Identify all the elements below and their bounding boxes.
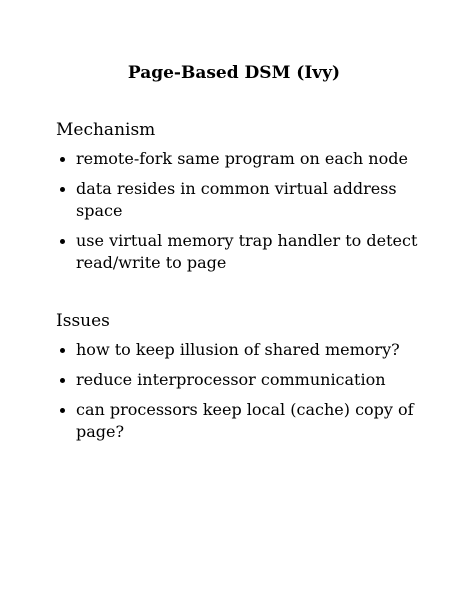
bullet-icon — [60, 348, 65, 353]
section-mechanism: Mechanism remote-fork same program on ea… — [56, 118, 436, 282]
bullet-icon — [60, 378, 65, 383]
list-item-text: data resides in common virtual address s… — [76, 179, 397, 220]
list-item: how to keep illusion of shared memory? — [56, 339, 436, 361]
section-heading: Mechanism — [56, 120, 156, 140]
bullet-icon — [60, 157, 65, 162]
section-heading: Issues — [56, 311, 110, 331]
list-item: data resides in common virtual address s… — [56, 178, 436, 222]
bullet-icon — [60, 239, 65, 244]
list-item: remote-fork same program on each node — [56, 148, 436, 170]
list-item-text: use virtual memory trap handler to detec… — [76, 231, 418, 272]
bullet-list: remote-fork same program on each node da… — [56, 148, 436, 274]
bullet-icon — [60, 187, 65, 192]
list-item-text: can processors keep local (cache) copy o… — [76, 400, 414, 441]
list-item-text: how to keep illusion of shared memory? — [76, 340, 400, 359]
list-item-text: remote-fork same program on each node — [76, 149, 408, 168]
list-item: reduce interprocessor communication — [56, 369, 436, 391]
bullet-icon — [60, 408, 65, 413]
list-item: use virtual memory trap handler to detec… — [56, 230, 436, 274]
bullet-list: how to keep illusion of shared memory? r… — [56, 339, 436, 443]
list-item-text: reduce interprocessor communication — [76, 370, 386, 389]
list-item: can processors keep local (cache) copy o… — [56, 399, 436, 443]
section-issues: Issues how to keep illusion of shared me… — [56, 309, 436, 451]
slide-title: Page-Based DSM (Ivy) — [127, 63, 341, 83]
